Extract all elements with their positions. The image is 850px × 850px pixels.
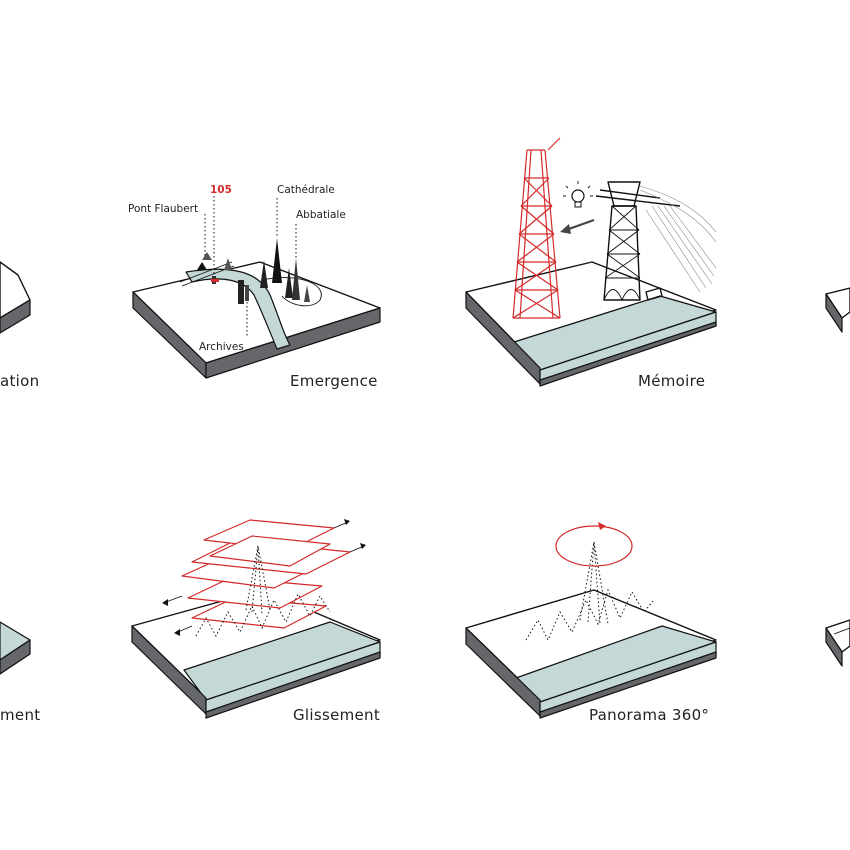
caption-memoire: Mémoire <box>638 372 705 390</box>
panel-bottom-left-partial: ment <box>0 621 40 724</box>
panel-glissement: Glissement <box>131 519 381 724</box>
red-pylon <box>512 137 561 319</box>
panel-panorama: Panorama 360° <box>465 522 717 724</box>
panel-emergence: Pont Flaubert 105 Cathédrale Abbatiale A… <box>128 184 381 390</box>
label-pont-flaubert: Pont Flaubert <box>128 203 198 215</box>
emergence-block-side-right <box>205 307 381 379</box>
panel-top-left-partial: ation <box>0 261 39 390</box>
cathedrale-spire <box>272 238 282 283</box>
abbatiale-spire <box>292 258 300 300</box>
panel-bottom-right-partial <box>825 619 850 667</box>
transporter-bridge-pylon <box>595 181 717 301</box>
label-archives: Archives <box>199 341 244 353</box>
caption-glissement: Glissement <box>293 706 380 724</box>
caption-top-left-partial: ation <box>0 372 39 390</box>
label-cathedrale: Cathédrale <box>277 184 335 196</box>
caption-emergence: Emergence <box>290 372 378 390</box>
lightbulb-icon <box>563 181 593 208</box>
panel-top-right-partial <box>825 287 850 333</box>
label-abbatiale: Abbatiale <box>296 209 346 221</box>
caption-bottom-left-partial: ment <box>0 706 40 724</box>
panel-memoire: Mémoire <box>465 137 717 390</box>
label-105: 105 <box>210 184 232 196</box>
sliding-plates <box>181 519 351 629</box>
caption-panorama: Panorama 360° <box>589 706 709 724</box>
rotation-ring-icon <box>555 522 633 567</box>
